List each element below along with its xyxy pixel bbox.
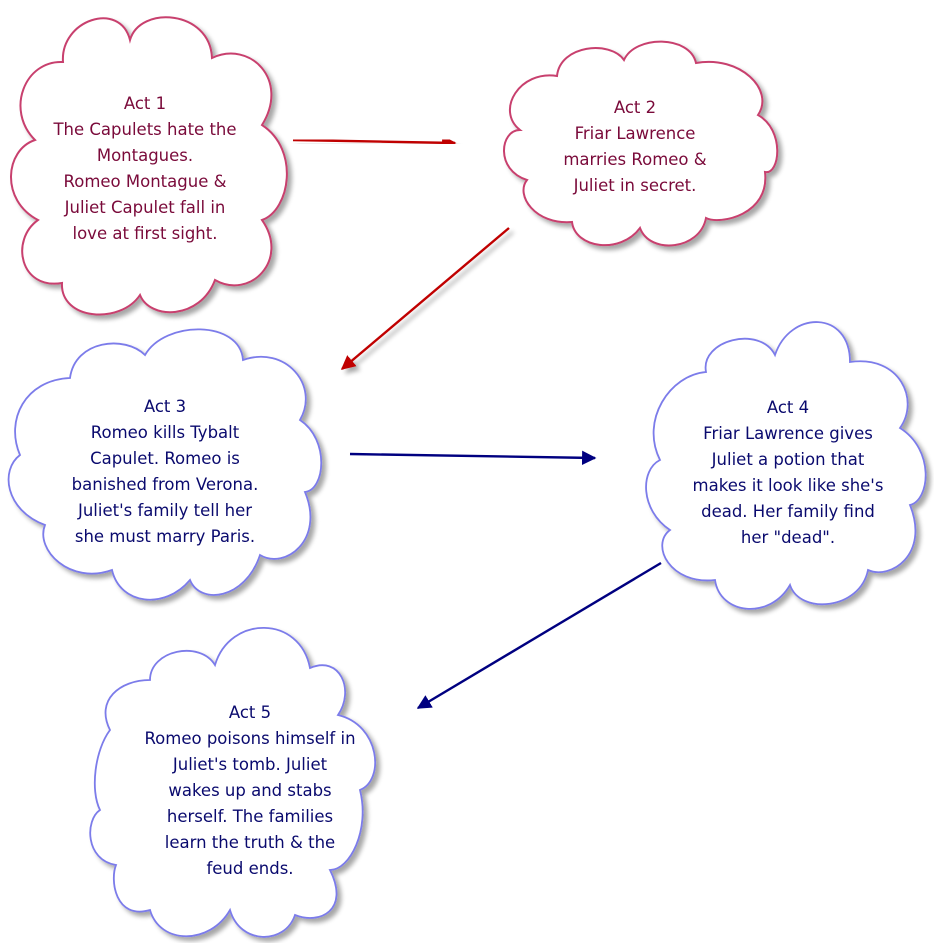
node-title: Act 1: [123, 94, 167, 113]
cloud-shape-act4: [645, 321, 927, 610]
node-line: Juliet Capulet fall in: [64, 198, 226, 217]
node-line: Romeo Montague &: [63, 172, 227, 191]
node-line: Romeo poisons himself in: [144, 729, 356, 748]
node-line: Juliet a potion that: [711, 450, 865, 469]
arrow-act3-to-act4: [349, 450, 597, 465]
node-act2: Act 2 Friar Lawrence marries Romeo & Jul…: [535, 95, 735, 199]
node-line: learn the truth & the: [164, 833, 336, 852]
arrow-act2-to-act3: [340, 227, 510, 370]
arrow-act1-to-act2: [292, 135, 457, 150]
node-act1: Act 1 The Capulets hate the Montagues. R…: [40, 91, 250, 247]
node-act3: Act 3 Romeo kills Tybalt Capulet. Romeo …: [50, 394, 280, 550]
node-line: Friar Lawrence gives: [703, 424, 873, 443]
node-line: Friar Lawrence: [574, 124, 696, 143]
node-line: she must marry Paris.: [74, 527, 256, 546]
node-act4: Act 4 Friar Lawrence gives Juliet a poti…: [673, 395, 903, 551]
node-line: herself. The families: [166, 807, 334, 826]
node-line: wakes up and stabs: [168, 781, 332, 800]
node-line: Juliet in secret.: [573, 176, 697, 195]
node-line: The Capulets hate the: [53, 120, 237, 139]
node-title: Act 3: [143, 397, 187, 416]
node-line: makes it look like she's: [692, 476, 884, 495]
cloud-shape-act2: [503, 40, 779, 247]
node-act5: Act 5 Romeo poisons himself in Juliet's …: [130, 700, 370, 882]
node-line: her "dead".: [740, 528, 836, 547]
node-title: Act 2: [613, 98, 657, 117]
node-line: marries Romeo &: [563, 150, 707, 169]
node-line: Capulet. Romeo is: [90, 449, 240, 468]
cloud-shape-act3: [7, 328, 322, 601]
node-line: Montagues.: [96, 146, 194, 165]
node-line: love at first sight.: [72, 224, 218, 243]
node-title: Act 5: [228, 703, 272, 722]
node-line: feud ends.: [206, 859, 294, 878]
node-line: dead. Her family find: [701, 502, 875, 521]
node-line: Juliet's family tell her: [77, 501, 253, 520]
node-line: banished from Verona.: [71, 475, 259, 494]
node-title: Act 4: [766, 398, 810, 417]
cloud-shape-act1: [10, 16, 288, 316]
node-line: Juliet's tomb. Juliet: [172, 755, 328, 774]
node-line: Romeo kills Tybalt: [90, 423, 240, 442]
arrow-act4-to-act5: [416, 561, 662, 710]
cloud-shape-act5: [89, 626, 377, 938]
